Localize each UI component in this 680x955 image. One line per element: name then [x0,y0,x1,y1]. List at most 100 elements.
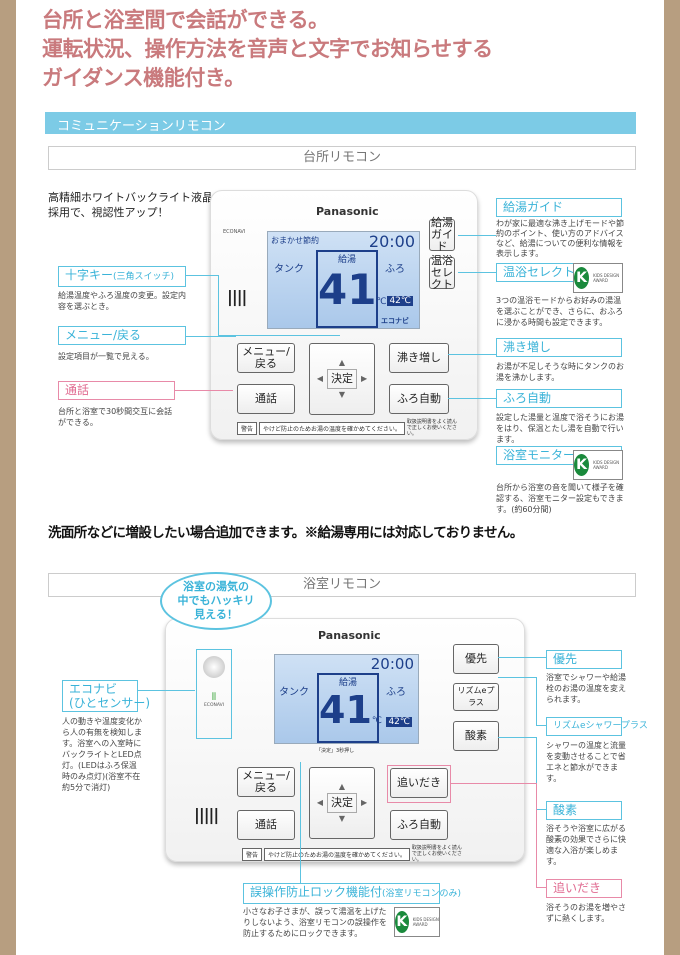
sensor-icon [203,656,225,678]
brand-logo: Panasonic [318,629,381,642]
right-arrow-icon[interactable]: ▶ [361,798,368,807]
oxygen-button[interactable]: 酸素 [453,721,499,751]
callout-desc: 3つの温浴モードからお好みの湯温を選ぶことができ、さらに、おふろに浸かる時間も設… [496,296,624,327]
connector [448,354,496,355]
temp-box: 給湯 41℃ [317,673,382,743]
callout-auto: ふろ自動 [496,389,622,408]
econavi-label: ECONAVI [203,703,225,708]
talk-button[interactable]: 通話 [237,384,295,414]
manual-notice: 取扱説明書をよく読んで正しくお使いください。 [406,419,457,437]
eco-indicator: エコナビ [381,317,409,325]
auto-bath-button[interactable]: ふろ自動 [390,810,448,840]
manual-notice: 取扱説明書をよく読んで正しくお使いください。 [411,845,462,863]
tank-label: タンク [274,264,304,275]
bubble-line: 見える！ [194,608,238,621]
intro-line: 高精細ホワイトバックライト液晶 [48,191,213,204]
bubble-line: 浴室の湯気の [183,580,249,593]
cross-key[interactable]: ▲ ◀ 決定 ▶ ▼ [309,343,375,415]
connector [186,336,236,337]
right-arrow-icon[interactable]: ▶ [361,374,368,383]
callout-title: 誤操作防止ロック機能付 [250,885,383,899]
rhythm-button[interactable]: リズムeプラス [453,683,499,711]
talk-button[interactable]: 通話 [237,810,295,840]
connector [186,275,218,276]
callout-econavi: エコナビ (ひとセンサー) [62,680,150,712]
clock: 20:00 [370,655,414,673]
reheat-button[interactable]: 沸き増し [389,343,449,373]
down-arrow-icon[interactable]: ▼ [338,814,346,823]
furo-label: ふろ [386,687,406,698]
callout-desc: 小さなお子さまが、誤って湯温を上げたりしないよう、浴室リモコンの誤操作を防止する… [243,907,387,938]
bath-remote: Panasonic ⦀ ECONAVI ||||| 20:00 タンク 給湯 4… [165,618,525,863]
econavi-sensor: ⦀ ECONAVI [196,649,232,739]
callout-rhythm: リズムeシャワープラス [546,717,648,736]
connector [536,809,546,810]
connector [448,398,496,399]
enter-button[interactable]: 決定 [327,369,357,389]
priority-button[interactable]: 優先 [453,644,499,674]
tank-label: タンク [279,687,309,698]
award-text: KIDS DESIGN AWARD [593,273,620,283]
cross-key[interactable]: ▲ ◀ 決定 ▶ ▼ [309,767,375,839]
callout-lock: 誤操作防止ロック機能付(浴室リモコンのみ) [243,883,461,904]
guide-button[interactable]: 給湯ガイド [429,216,455,253]
kitchen-subtitle: 台所リモコン [48,146,636,170]
connector [536,725,546,726]
menu-button[interactable]: メニュー/戻る [237,767,295,797]
kitchen-intro: 高精細ホワイトバックライト液晶 採用で、視認性アップ！ [48,190,213,220]
connector [498,677,536,678]
headline-3: ガイダンス機能付き。 [42,66,245,90]
award-text: KIDS DESIGN AWARD [593,460,620,470]
connector [300,762,301,883]
callout-desc: シャワーの温度と流量を変動させることで省エネと節水ができます。 [546,741,626,783]
callout-menu: メニュー/戻る [58,326,186,345]
connector [498,737,536,738]
callout-desc: 浴室でシャワーや給湯栓のお湯の温度を変えられます。 [546,673,626,704]
callout-desc: 台所と浴室で30秒間交互に会話ができる。 [58,407,173,427]
unit: ℃ [371,716,382,726]
menu-button[interactable]: メニュー/戻る [237,343,295,373]
down-arrow-icon[interactable]: ▼ [338,390,346,399]
left-arrow-icon[interactable]: ◀ [316,798,323,807]
lock-hint: 「決定」3秒押し [316,748,355,754]
connector [218,335,340,336]
econavi-label: ECONAVI [223,229,246,235]
up-arrow-icon[interactable]: ▲ [338,358,346,367]
connector [458,235,496,236]
callout-desc: 人の動きや温度変化から人の有無を検知します。浴室への入室時にバックライトとLED… [62,717,142,792]
bubble-line: 中でもハッキリ [177,594,255,607]
oidaki-button[interactable]: 追いだき [390,768,448,798]
connector [450,783,536,784]
enter-button[interactable]: 決定 [327,793,357,813]
callout-guide: 給湯ガイド [496,198,622,217]
connector [536,677,537,725]
connector [458,272,496,273]
callout-desc: 給湯温度やふろ温度の変更。設定内容を選ぶとき。 [58,291,186,311]
connector [137,690,195,691]
warning-label: 警告 [242,847,263,861]
warning-label: 警告 [237,421,258,435]
intro-line: 採用で、視認性アップ！ [48,206,169,219]
callout-desc: 設定した湯量と温度で浴そうにお湯をはり、保温とたし湯を自動で行います。 [496,413,624,444]
temperature: 41 [319,688,372,732]
speaker-grille-icon: ||||| [194,805,219,824]
callout-desc: 設定項目が一覧で見える。 [58,352,154,361]
callout-cross-key: 十字キー(三角スイッチ) [58,266,186,287]
callout-sub: (三角スイッチ) [113,272,175,282]
speaker-grille-icon: |||| [227,287,247,306]
callout-oxygen: 酸素 [546,801,622,820]
up-arrow-icon[interactable]: ▲ [338,782,346,791]
auto-bath-button[interactable]: ふろ自動 [389,384,449,414]
callout-desc: 台所から浴室の音を聞いて様子を確認する、浴室モニター設定もできます。(約60分間… [496,483,624,514]
lcd-display: おまかせ節約 20:00 タンク 給湯 41℃ ふろ 42℃ エコナビ [267,231,420,329]
oidaki-highlight [387,765,451,803]
brand-logo: Panasonic [316,205,379,218]
note-heading: 洗面所などに増設したい場合追加できます。※給湯専用には対応しておりません。 [48,525,523,541]
temp-box: 給湯 41℃ [316,250,387,328]
speech-bubble: 浴室の湯気の 中でもハッキリ 見える！ [160,572,272,630]
select-button[interactable]: 温浴セレクト [429,254,455,291]
callout-desc: お湯が不足しそうな時にタンクのお湯を沸かします。 [496,362,624,382]
left-arrow-icon[interactable]: ◀ [316,374,323,383]
